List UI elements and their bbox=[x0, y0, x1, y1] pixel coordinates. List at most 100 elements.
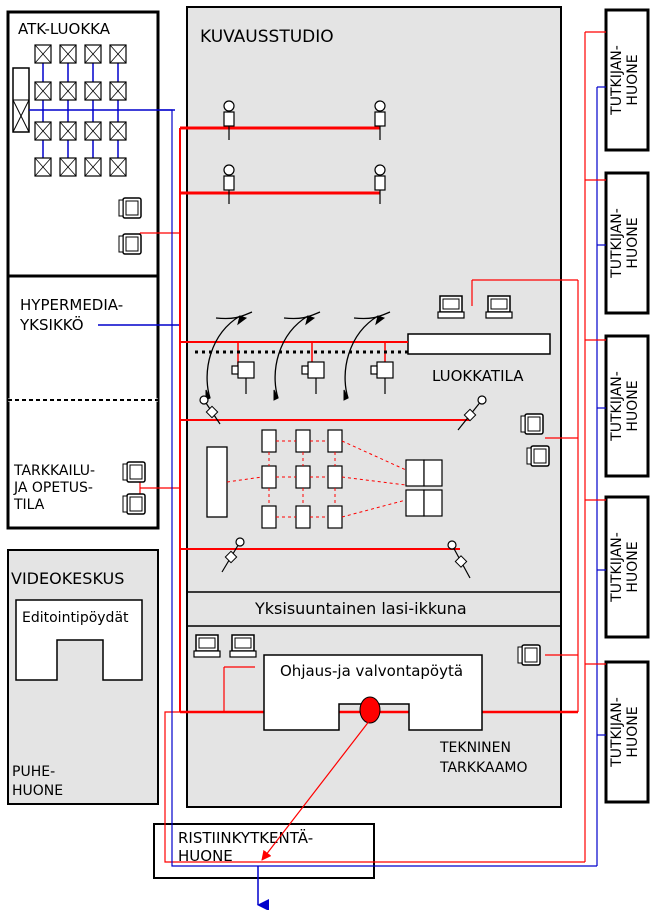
pan-arc-icon bbox=[273, 311, 321, 401]
workstation-icon bbox=[109, 81, 127, 101]
monitor-icon bbox=[118, 197, 142, 219]
tutkija-label-1: TUTKIJAN- bbox=[609, 697, 625, 768]
puhe-label-1: PUHE- bbox=[12, 764, 55, 780]
studio-camera-icon bbox=[231, 361, 255, 394]
pan-arc-icon bbox=[343, 311, 391, 401]
pc-monitor-icon bbox=[193, 634, 221, 658]
puhe-label-2: HUONE bbox=[12, 783, 63, 799]
microphone-icon bbox=[447, 540, 471, 579]
risti-label-1: RISTIINKYTKENTÄ- bbox=[178, 828, 313, 847]
workstation-icon bbox=[34, 81, 52, 101]
tutkija-label-2: HUONE bbox=[625, 380, 641, 431]
tripod-camera-icon bbox=[223, 164, 235, 204]
workstation-icon bbox=[59, 44, 77, 64]
hypermedia-label-2: YKSIKKÖ bbox=[19, 315, 84, 334]
monitor-icon bbox=[118, 233, 142, 255]
student-desk bbox=[261, 505, 277, 529]
workstation-icon bbox=[34, 157, 52, 177]
tutkijan-huone-room: TUTKIJAN-HUONE bbox=[604, 660, 650, 804]
tutkija-label-2: HUONE bbox=[625, 54, 641, 105]
student-desk bbox=[295, 465, 311, 489]
tutkijan-huone-room: TUTKIJAN-HUONE bbox=[604, 8, 650, 152]
tutkija-label-1: TUTKIJAN- bbox=[609, 371, 625, 442]
tutkija-label-1: TUTKIJAN- bbox=[609, 208, 625, 279]
ristiinkytkenta-room: RISTIINKYTKENTÄ- HUONE bbox=[153, 823, 375, 879]
kuvausstudio-label: KUVAUSSTUDIO bbox=[200, 27, 334, 47]
tutkija-label-2: HUONE bbox=[625, 706, 641, 757]
tekninen-label-2: TARKKAAMO bbox=[439, 760, 528, 776]
workstation-icon bbox=[109, 157, 127, 177]
studio-cameras bbox=[223, 100, 394, 394]
pc-monitor-icon bbox=[437, 295, 465, 319]
workstation-icon bbox=[109, 121, 127, 141]
workstation-icon bbox=[84, 81, 102, 101]
monitor-icon bbox=[122, 493, 146, 515]
luokkatila-label: LUOKKATILA bbox=[432, 367, 524, 385]
workstation-icon bbox=[84, 44, 102, 64]
tutkija-label-1: TUTKIJAN- bbox=[609, 45, 625, 116]
risti-label-2: HUONE bbox=[178, 847, 233, 865]
studio-mics bbox=[199, 395, 487, 579]
tutkija-rooms: TUTKIJAN-HUONETUTKIJAN-HUONETUTKIJAN-HUO… bbox=[604, 8, 650, 804]
tripod-camera-icon bbox=[223, 100, 235, 140]
server-rack bbox=[12, 67, 30, 133]
group-table bbox=[405, 459, 443, 517]
editointi-desk bbox=[15, 599, 143, 681]
tutkija-label-2: HUONE bbox=[625, 541, 641, 592]
studio-camera-icon bbox=[370, 361, 394, 394]
workstation-icon bbox=[34, 121, 52, 141]
tutkija-wiring bbox=[584, 31, 606, 866]
pc-monitor-icon bbox=[485, 295, 513, 319]
atk-luokka-label: ATK-LUOKKA bbox=[18, 20, 111, 38]
monitor-icon bbox=[517, 644, 541, 666]
student-desk bbox=[295, 505, 311, 529]
tutkijan-huone-room: TUTKIJAN-HUONE bbox=[604, 334, 650, 478]
tutkijan-huone-room: TUTKIJAN-HUONE bbox=[604, 495, 650, 639]
student-desk bbox=[261, 429, 277, 453]
workstation-icon bbox=[84, 121, 102, 141]
student-desk bbox=[295, 429, 311, 453]
monitor-icon bbox=[526, 445, 550, 467]
microphone-icon bbox=[221, 537, 245, 573]
atk-network-lines bbox=[29, 54, 175, 170]
monitors bbox=[118, 197, 550, 666]
pc-monitor-icon bbox=[229, 634, 257, 658]
bottom-cabling bbox=[160, 109, 597, 910]
workstation-icon bbox=[59, 157, 77, 177]
teacher-desk bbox=[206, 446, 228, 518]
workstation-icon bbox=[109, 44, 127, 64]
atk-luokka-room: ATK-LUOKKA bbox=[6, 10, 160, 278]
tutkijan-huone-room: TUTKIJAN-HUONE bbox=[604, 171, 650, 315]
tripod-camera-icon bbox=[374, 164, 386, 204]
tarkkailu-label-2: JA OPETUS- bbox=[13, 480, 93, 496]
atk-workstations bbox=[34, 44, 127, 177]
lasi-ikkuna-label: Yksisuuntainen lasi-ikkuna bbox=[254, 599, 467, 618]
ohjaus-desk: Ohjaus-ja valvontapöytä TEKNINEN TARKKAA… bbox=[263, 654, 528, 776]
hypermedia-label-1: HYPERMEDIA- bbox=[20, 296, 123, 314]
microphone-icon bbox=[457, 395, 487, 431]
tutkija-label-1: TUTKIJAN- bbox=[609, 532, 625, 603]
workstation-icon bbox=[84, 157, 102, 177]
tripod-camera-icon bbox=[374, 100, 386, 140]
student-desk bbox=[327, 465, 343, 489]
hypermedia-room: HYPERMEDIA- YKSIKKÖ bbox=[6, 274, 180, 402]
monitor-icon bbox=[520, 413, 544, 435]
videokeskus-label: VIDEOKESKUS bbox=[11, 569, 124, 588]
student-desk bbox=[261, 465, 277, 489]
ohjaus-label: Ohjaus-ja valvontapöytä bbox=[280, 662, 463, 680]
tarkkailu-label-1: TARKKAILU- bbox=[13, 463, 95, 479]
pan-arrows bbox=[205, 311, 391, 401]
microphone-icon bbox=[199, 395, 221, 425]
student-desk bbox=[327, 505, 343, 529]
studio-furniture bbox=[206, 429, 443, 529]
studio-camera-icon bbox=[301, 361, 325, 394]
workstation-icon bbox=[59, 81, 77, 101]
workstation-icon bbox=[59, 121, 77, 141]
student-desk bbox=[327, 429, 343, 453]
router-node bbox=[359, 696, 381, 724]
editointi-label: Editointipöydät bbox=[22, 610, 129, 626]
tutkija-label-2: HUONE bbox=[625, 217, 641, 268]
luokkatila-area: LUOKKATILA bbox=[407, 333, 551, 385]
monitor-icon bbox=[122, 461, 146, 483]
